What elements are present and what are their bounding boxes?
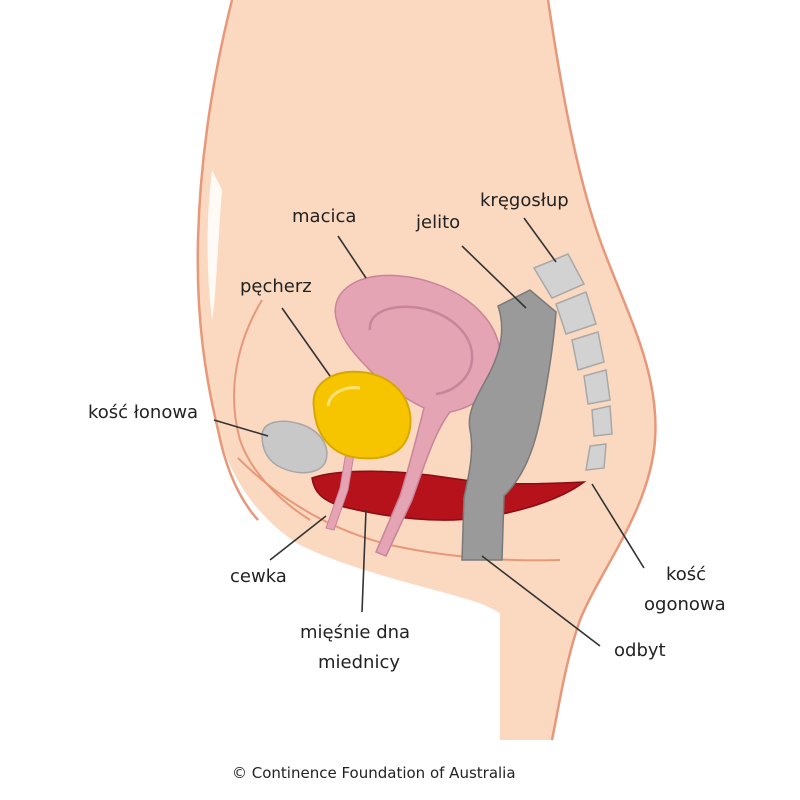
leader-uterus: [337, 235, 367, 279]
vertebra-6: [585, 443, 607, 471]
label-uterus: macica: [292, 206, 356, 227]
label-pelvic-floor-line2: miednicy: [318, 652, 400, 673]
leader-pubic-bone: [213, 419, 269, 437]
label-spine: kręgosłup: [480, 190, 569, 211]
spine: [532, 253, 613, 471]
vertebra-4: [583, 369, 611, 405]
label-tailbone-line2: ogonowa: [644, 594, 726, 615]
leader-tailbone: [591, 483, 645, 569]
bowel: [461, 289, 557, 561]
leader-spine: [523, 217, 557, 263]
body-outline-back-edge: [546, 0, 657, 741]
pubic-bone: [261, 420, 328, 474]
credit-text: © Continence Foundation of Australia: [232, 764, 516, 782]
label-urethra: cewka: [230, 566, 287, 587]
leader-urethra: [269, 515, 327, 561]
label-bladder: pęcherz: [240, 276, 312, 297]
leader-anus: [481, 555, 601, 647]
vertebra-1: [532, 253, 586, 299]
label-pubic-bone: kość łonowa: [88, 402, 198, 423]
label-pelvic-floor-line1: mięśnie dna: [300, 622, 410, 643]
vertebra-2: [555, 291, 597, 335]
pelvis-inner-line: [233, 299, 311, 521]
label-anus: odbyt: [614, 640, 666, 661]
vertebra-5: [591, 405, 613, 437]
leader-bowel: [461, 245, 527, 309]
bladder-highlight: [326, 386, 361, 407]
leader-pelvic-floor: [361, 509, 367, 613]
vertebra-3: [571, 331, 605, 371]
label-tailbone-line1: kość: [666, 564, 706, 585]
label-bowel: jelito: [415, 212, 460, 233]
leader-bladder: [281, 307, 331, 377]
skin-highlight: [207, 170, 222, 320]
uterus-inner-cavity: [368, 305, 474, 396]
body-outline-front: [196, 0, 259, 521]
